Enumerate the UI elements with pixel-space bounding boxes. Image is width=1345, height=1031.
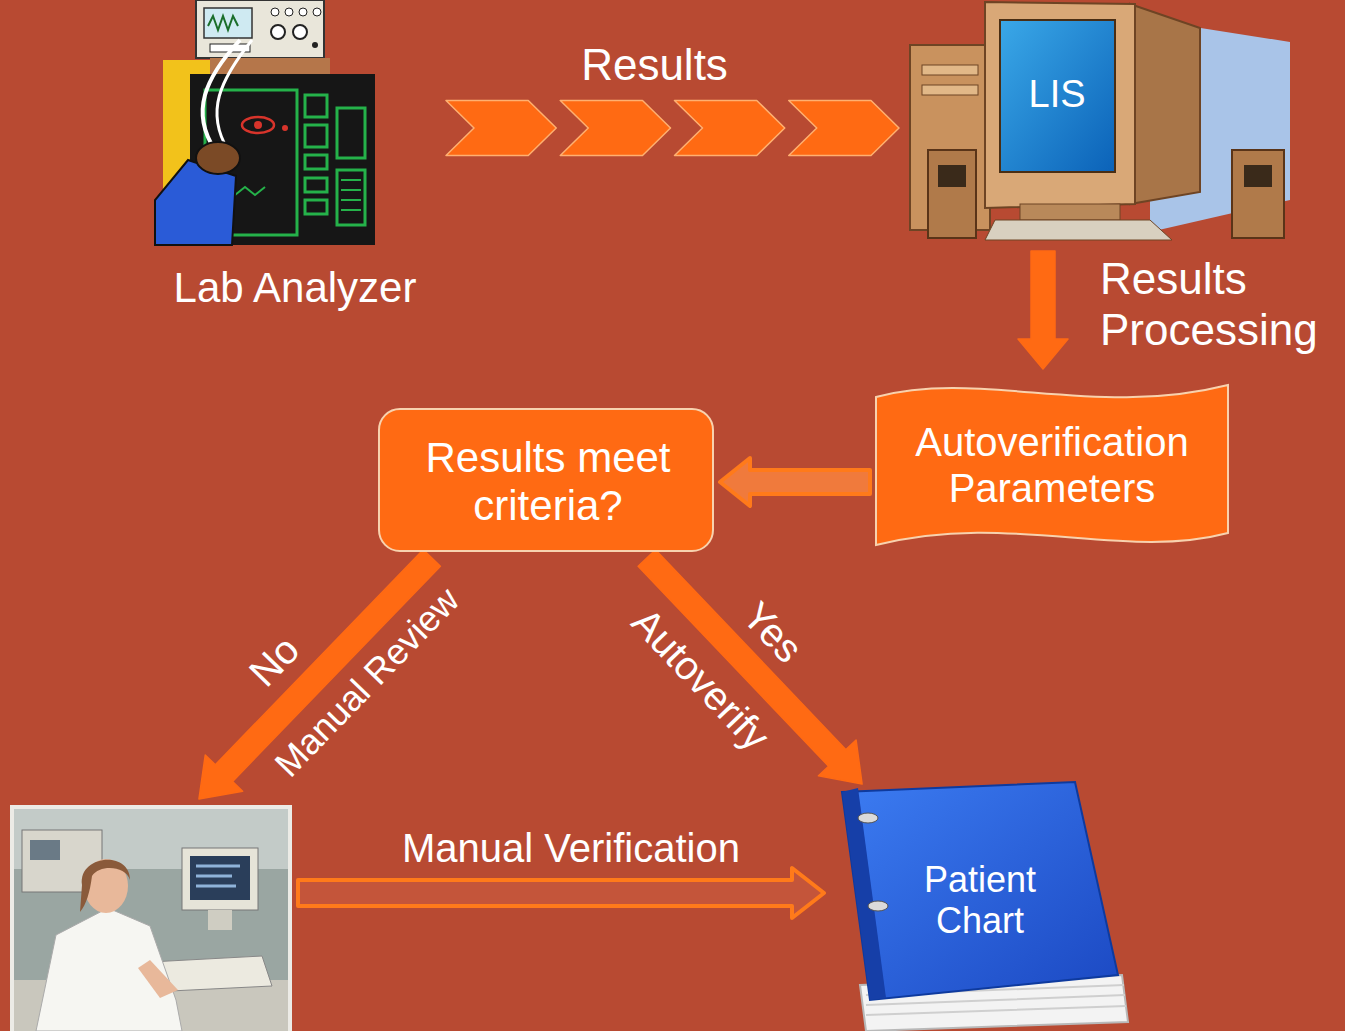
node-text: Autoverification Parameters (896, 419, 1208, 511)
lab-analyzer-art-part (196, 142, 240, 174)
lab-analyzer-art-part (299, 8, 307, 16)
lab-analyzer-art-part (208, 16, 238, 30)
technologist-photo-part (196, 866, 240, 886)
binder-art-part (842, 782, 1118, 1000)
computer-art-part (1244, 165, 1272, 187)
lab-analyzer-art-part (305, 125, 327, 147)
computer-art-part (1130, 4, 1200, 204)
node-text: LIS (1029, 73, 1086, 117)
computer-art (910, 2, 1290, 240)
technologist-photo-part (182, 848, 258, 910)
lab-analyzer-art-part (312, 42, 318, 48)
lis-node: LIS (905, 0, 1290, 245)
lab-analyzer-art-part (271, 8, 279, 16)
lab-analyzer-art-part (242, 117, 274, 133)
branch-note: Manual Review (267, 579, 468, 785)
node-text: Lab Analyzer (174, 264, 417, 312)
computer-art-part (928, 150, 976, 238)
lab-analyzer-art-part (293, 25, 307, 39)
binder-art-part (842, 788, 886, 1000)
lab-analyzer-art-part (313, 8, 321, 16)
lab-analyzer-art-part (305, 200, 327, 214)
analyzer-node: Lab Analyzer (150, 0, 440, 320)
manual-review-photo (10, 805, 292, 1031)
technologist-photo-part (14, 809, 288, 1031)
edge-label: Results Processing (1100, 254, 1336, 355)
decision-box: Results meet criteria? (378, 408, 714, 552)
computer-art-part (985, 2, 1135, 208)
lab-analyzer-art-part (305, 155, 327, 169)
computer-art-part (1000, 20, 1115, 172)
results-chevrons (446, 101, 899, 156)
binder-art-part (858, 813, 878, 823)
verification-arrow (298, 868, 824, 918)
lab-analyzer-art-part (217, 40, 252, 150)
lab-analyzer-art-part (271, 25, 285, 39)
technologist-photo-part (30, 840, 60, 860)
technologist-photo (10, 805, 292, 1031)
computer-art-part (938, 165, 966, 187)
binder-art (842, 782, 1128, 1031)
computer-art-part (1020, 204, 1120, 220)
lab-analyzer-art-part (337, 170, 365, 225)
patient-chart: Patient Chart (830, 790, 1130, 1010)
tape-shape (876, 385, 1228, 545)
edge-label: No (239, 627, 308, 696)
edge-label: Yes (733, 593, 811, 672)
computer-art-part (922, 65, 978, 75)
edge-label: Manual Verification (402, 825, 740, 871)
node-text: Patient Chart (910, 859, 1050, 942)
technologist-photo-part (190, 856, 250, 900)
node-text: Results meet criteria? (400, 434, 696, 531)
tape-outline (876, 375, 1228, 555)
lab-analyzer-art-part (337, 108, 365, 158)
computer-art-part (922, 85, 978, 95)
lab-analyzer-art (155, 0, 375, 245)
lab-analyzer-art-part (254, 121, 262, 129)
parameters-arrow (720, 458, 870, 506)
edge-label: Results (581, 40, 728, 91)
lab-analyzer-art-part (285, 8, 293, 16)
lab-analyzer-art-part (204, 8, 252, 38)
computer-art-part (985, 220, 1172, 240)
lab-analyzer-art-part (305, 95, 327, 117)
technologist-photo-part (80, 860, 130, 912)
technologist-photo-part (208, 910, 232, 930)
technologist-photo-part (10, 805, 292, 1031)
lab-analyzer-art-part (196, 0, 324, 58)
lab-analyzer-art-part (341, 180, 361, 210)
lab-analyzer-art-part (282, 125, 288, 131)
technologist-photo-part (36, 908, 182, 1031)
technologist-photo-part (138, 960, 178, 998)
binder-art-part (868, 901, 888, 911)
lab-analyzer-art-part (305, 178, 327, 192)
no-arrow (199, 550, 440, 799)
computer-art-part (1232, 150, 1284, 238)
processing-arrow (1018, 251, 1068, 369)
lab-analyzer-art-part (210, 58, 330, 74)
parameters-store: Autoverification Parameters (876, 375, 1228, 555)
